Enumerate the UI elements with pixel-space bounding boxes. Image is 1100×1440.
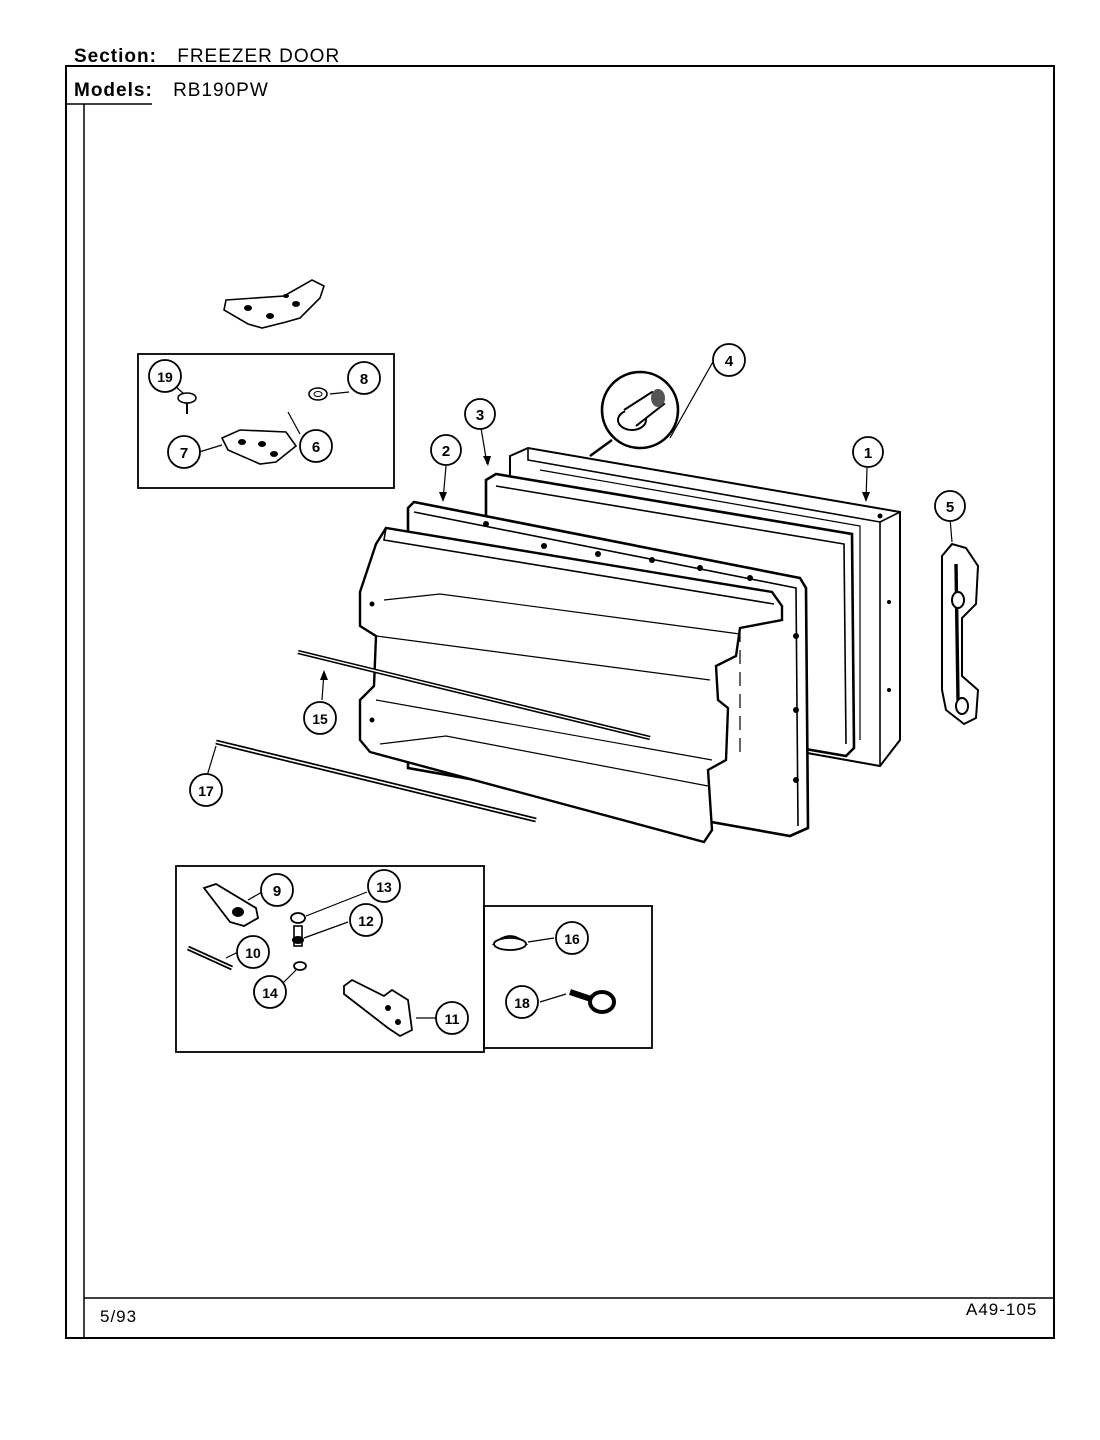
svg-text:9: 9 — [273, 883, 281, 900]
svg-text:11: 11 — [445, 1011, 460, 1027]
callout-3: 3 — [464, 398, 496, 430]
models-value: RB190PW — [173, 80, 269, 101]
callout-13: 13 — [367, 869, 401, 903]
callout-10: 10 — [236, 935, 270, 969]
hinge-inset-box — [137, 279, 395, 489]
svg-text:17: 17 — [198, 783, 214, 799]
pivot-stack-parts-12-13-14 — [281, 891, 368, 985]
svg-text:2: 2 — [442, 443, 450, 460]
svg-text:18: 18 — [514, 995, 530, 1011]
washer-part-8 — [308, 387, 328, 401]
section-value: FREEZER DOOR — [177, 46, 341, 67]
page-frame — [65, 65, 1055, 1339]
shelf-bar-part-15 — [297, 649, 651, 741]
callout-4: 4 — [712, 343, 746, 377]
cap-part-16 — [491, 935, 555, 951]
callout-17: 17 — [189, 773, 223, 807]
section-row: Section: FREEZER DOOR — [74, 46, 340, 68]
footer-date: 5/93 — [100, 1307, 138, 1326]
svg-text:19: 19 — [157, 369, 173, 385]
svg-text:4: 4 — [725, 353, 734, 370]
callout-9: 9 — [260, 873, 294, 907]
svg-text:16: 16 — [564, 931, 580, 947]
models-row: Models: RB190PW — [74, 80, 269, 102]
callout-8: 8 — [347, 361, 381, 395]
callout-12: 12 — [349, 903, 383, 937]
callout-2: 2 — [430, 434, 462, 466]
door-assembly — [206, 359, 980, 844]
section-label: Section: — [74, 46, 157, 67]
bracket-part-9 — [202, 883, 263, 927]
door-liner — [358, 526, 784, 844]
callout-18: 18 — [505, 985, 539, 1019]
models-label: Models: — [74, 80, 153, 101]
plug-part-4-detail — [589, 359, 715, 457]
callout-19: 19 — [148, 359, 182, 393]
callout-7: 7 — [167, 435, 201, 469]
callout-markers: 1 2 3 4 5 6 7 8 9 10 11 12 13 14 15 16 1… — [148, 343, 966, 1035]
screw-part-18 — [539, 989, 616, 1014]
callout-16: 16 — [555, 921, 589, 955]
svg-text:5: 5 — [946, 499, 954, 516]
callout-6: 6 — [299, 429, 333, 463]
callout-14: 14 — [253, 975, 287, 1009]
callout-11: 11 — [435, 1001, 469, 1035]
handle-part-5 — [941, 517, 980, 726]
svg-text:6: 6 — [312, 439, 320, 456]
callout-leaders — [206, 427, 870, 777]
svg-text:1: 1 — [864, 445, 872, 462]
svg-text:3: 3 — [476, 407, 484, 424]
screw-part-19 — [177, 392, 197, 414]
svg-text:15: 15 — [312, 711, 328, 727]
callout-5: 5 — [934, 490, 966, 522]
hinge-plate-part-6 — [223, 279, 325, 329]
svg-text:12: 12 — [358, 913, 374, 929]
svg-text:8: 8 — [360, 371, 368, 388]
shelf-bar-part-17 — [215, 739, 537, 823]
svg-text:7: 7 — [180, 445, 188, 462]
callout-15: 15 — [303, 701, 337, 735]
svg-text:13: 13 — [376, 879, 392, 895]
hinge-bracket-part-11 — [343, 978, 436, 1038]
svg-text:10: 10 — [245, 945, 261, 961]
pin-part-10 — [186, 945, 239, 971]
hardware-inset-box — [175, 865, 653, 1053]
svg-text:14: 14 — [262, 985, 278, 1001]
callout-1: 1 — [852, 436, 884, 468]
footer-code: A49-105 — [966, 1300, 1038, 1319]
hinge-shim-part-7 — [220, 429, 298, 465]
